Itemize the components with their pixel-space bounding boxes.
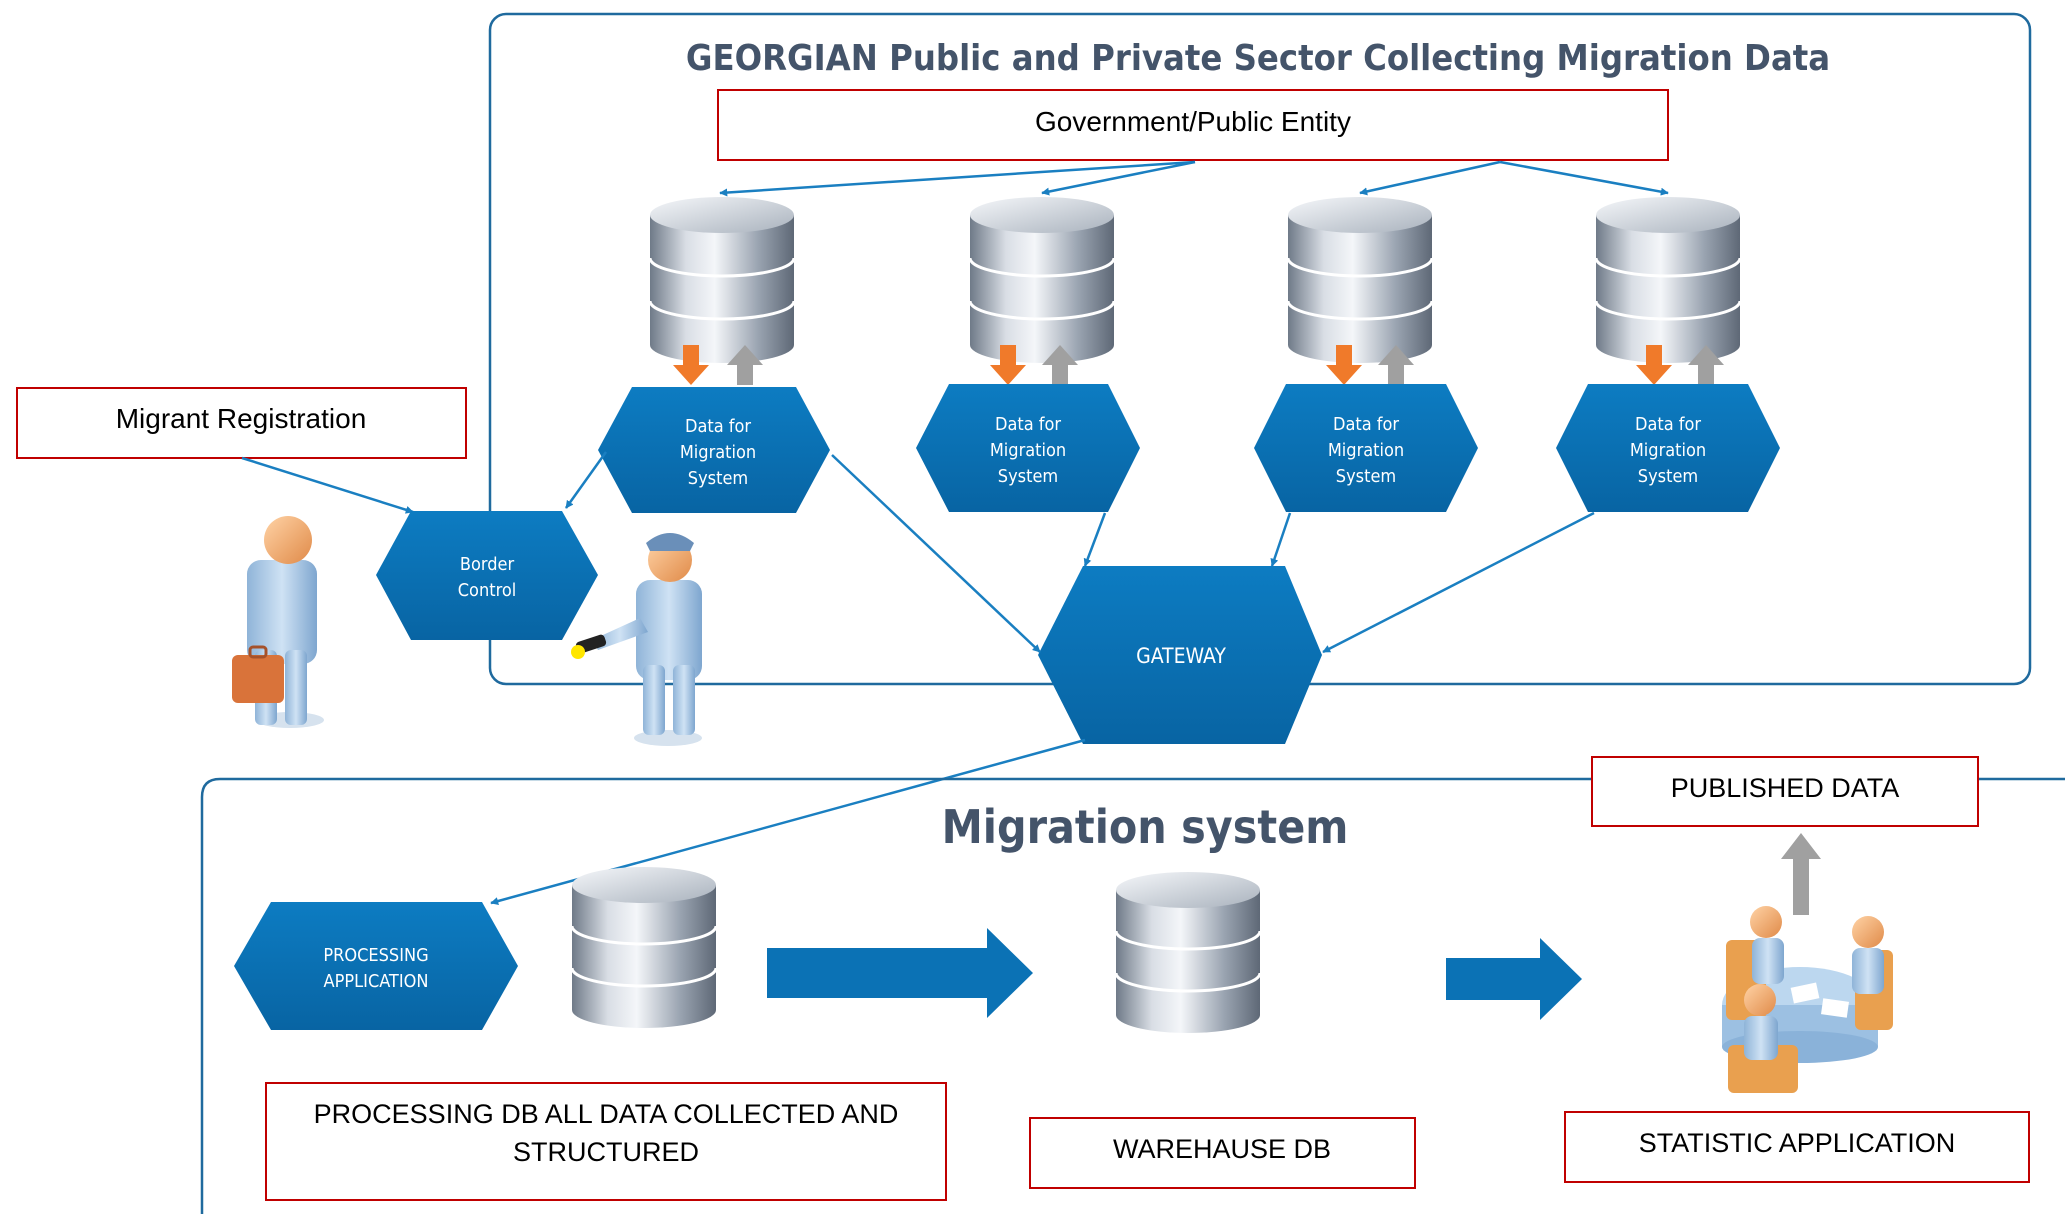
government-entity-box <box>717 89 1669 161</box>
migration-system-node: Data for Migration System <box>1254 384 1478 512</box>
publish-up-arrow-icon <box>1781 833 1821 915</box>
down-arrow-icon <box>1326 345 1362 385</box>
up-arrow-icon <box>1042 345 1078 385</box>
statistic-application-label: STATISTIC APPLICATION <box>1639 1128 1956 1158</box>
registration-connector <box>241 456 414 514</box>
database-icon <box>968 197 1116 363</box>
processing-application-node: PROCESSING APPLICATION <box>234 902 518 1030</box>
warehouse-database-icon <box>1114 872 1262 1033</box>
node-line: System <box>1336 466 1396 487</box>
down-arrow-icon <box>673 345 709 385</box>
flow-arrow-icon <box>767 928 1033 1018</box>
gateway-connectors <box>490 451 1595 905</box>
migrant-registration-label: Migrant Registration <box>116 403 367 434</box>
node-line: Data for <box>685 416 751 437</box>
node-line: System <box>688 468 748 489</box>
database-icon <box>1286 197 1434 363</box>
warehouse-db-label: WAREHAUSE DB <box>1113 1134 1331 1164</box>
node-line: APPLICATION <box>324 971 429 992</box>
processing-database-icon <box>570 867 718 1028</box>
down-arrow-icon <box>1636 345 1672 385</box>
down-arrow-icon <box>990 345 1026 385</box>
migrant-registration-box <box>16 387 467 459</box>
migration-system-node: Data for Migration System <box>1556 384 1780 512</box>
government-entity-label: Government/Public Entity <box>1035 106 1351 137</box>
node-line: Migration <box>1630 440 1706 461</box>
processing-db-line: PROCESSING DB ALL DATA COLLECTED AND <box>314 1099 899 1129</box>
border-control-node: Border Control <box>376 511 598 640</box>
migration-system-node: Data for Migration System <box>916 384 1140 512</box>
statistic-application-box <box>1564 1111 2030 1183</box>
gateway-node: GATEWAY <box>1038 566 1322 744</box>
database-icon <box>1594 197 1742 363</box>
up-arrow-icon <box>1378 345 1414 385</box>
published-data-label: PUBLISHED DATA <box>1671 773 1900 803</box>
border-officer-icon <box>571 533 702 746</box>
migration-system-title: Migration system <box>942 800 1349 854</box>
node-line: System <box>998 466 1058 487</box>
sync-arrows <box>673 345 1724 385</box>
migration-system-panel <box>200 777 2065 1214</box>
node-line: Data for <box>1333 414 1399 435</box>
statistics-team-icon <box>1722 906 1893 1093</box>
panel-title: GEORGIAN Public and Private Sector Colle… <box>686 38 1830 79</box>
node-line: Border <box>460 554 515 575</box>
published-data-box <box>1591 756 1979 827</box>
node-line: Data for <box>1635 414 1701 435</box>
migration-system-node: Data for Migration System <box>598 387 830 513</box>
flow-arrow-icon <box>1446 938 1582 1020</box>
migrant-person-icon <box>232 516 324 728</box>
processing-db-box <box>265 1082 947 1201</box>
up-arrow-icon <box>727 345 763 385</box>
node-line: PROCESSING <box>323 945 428 966</box>
gateway-label: GATEWAY <box>1136 644 1226 668</box>
briefcase-icon <box>232 655 284 703</box>
node-line: Control <box>458 580 517 601</box>
database-icon <box>648 197 796 363</box>
node-line: Data for <box>995 414 1061 435</box>
node-line: Migration <box>990 440 1066 461</box>
entity-connectors <box>719 160 1669 197</box>
node-line: System <box>1638 466 1698 487</box>
processing-db-line: STRUCTURED <box>513 1137 699 1167</box>
up-arrow-icon <box>1688 345 1724 385</box>
warehouse-db-box <box>1029 1117 1416 1189</box>
node-line: Migration <box>680 442 756 463</box>
node-line: Migration <box>1328 440 1404 461</box>
